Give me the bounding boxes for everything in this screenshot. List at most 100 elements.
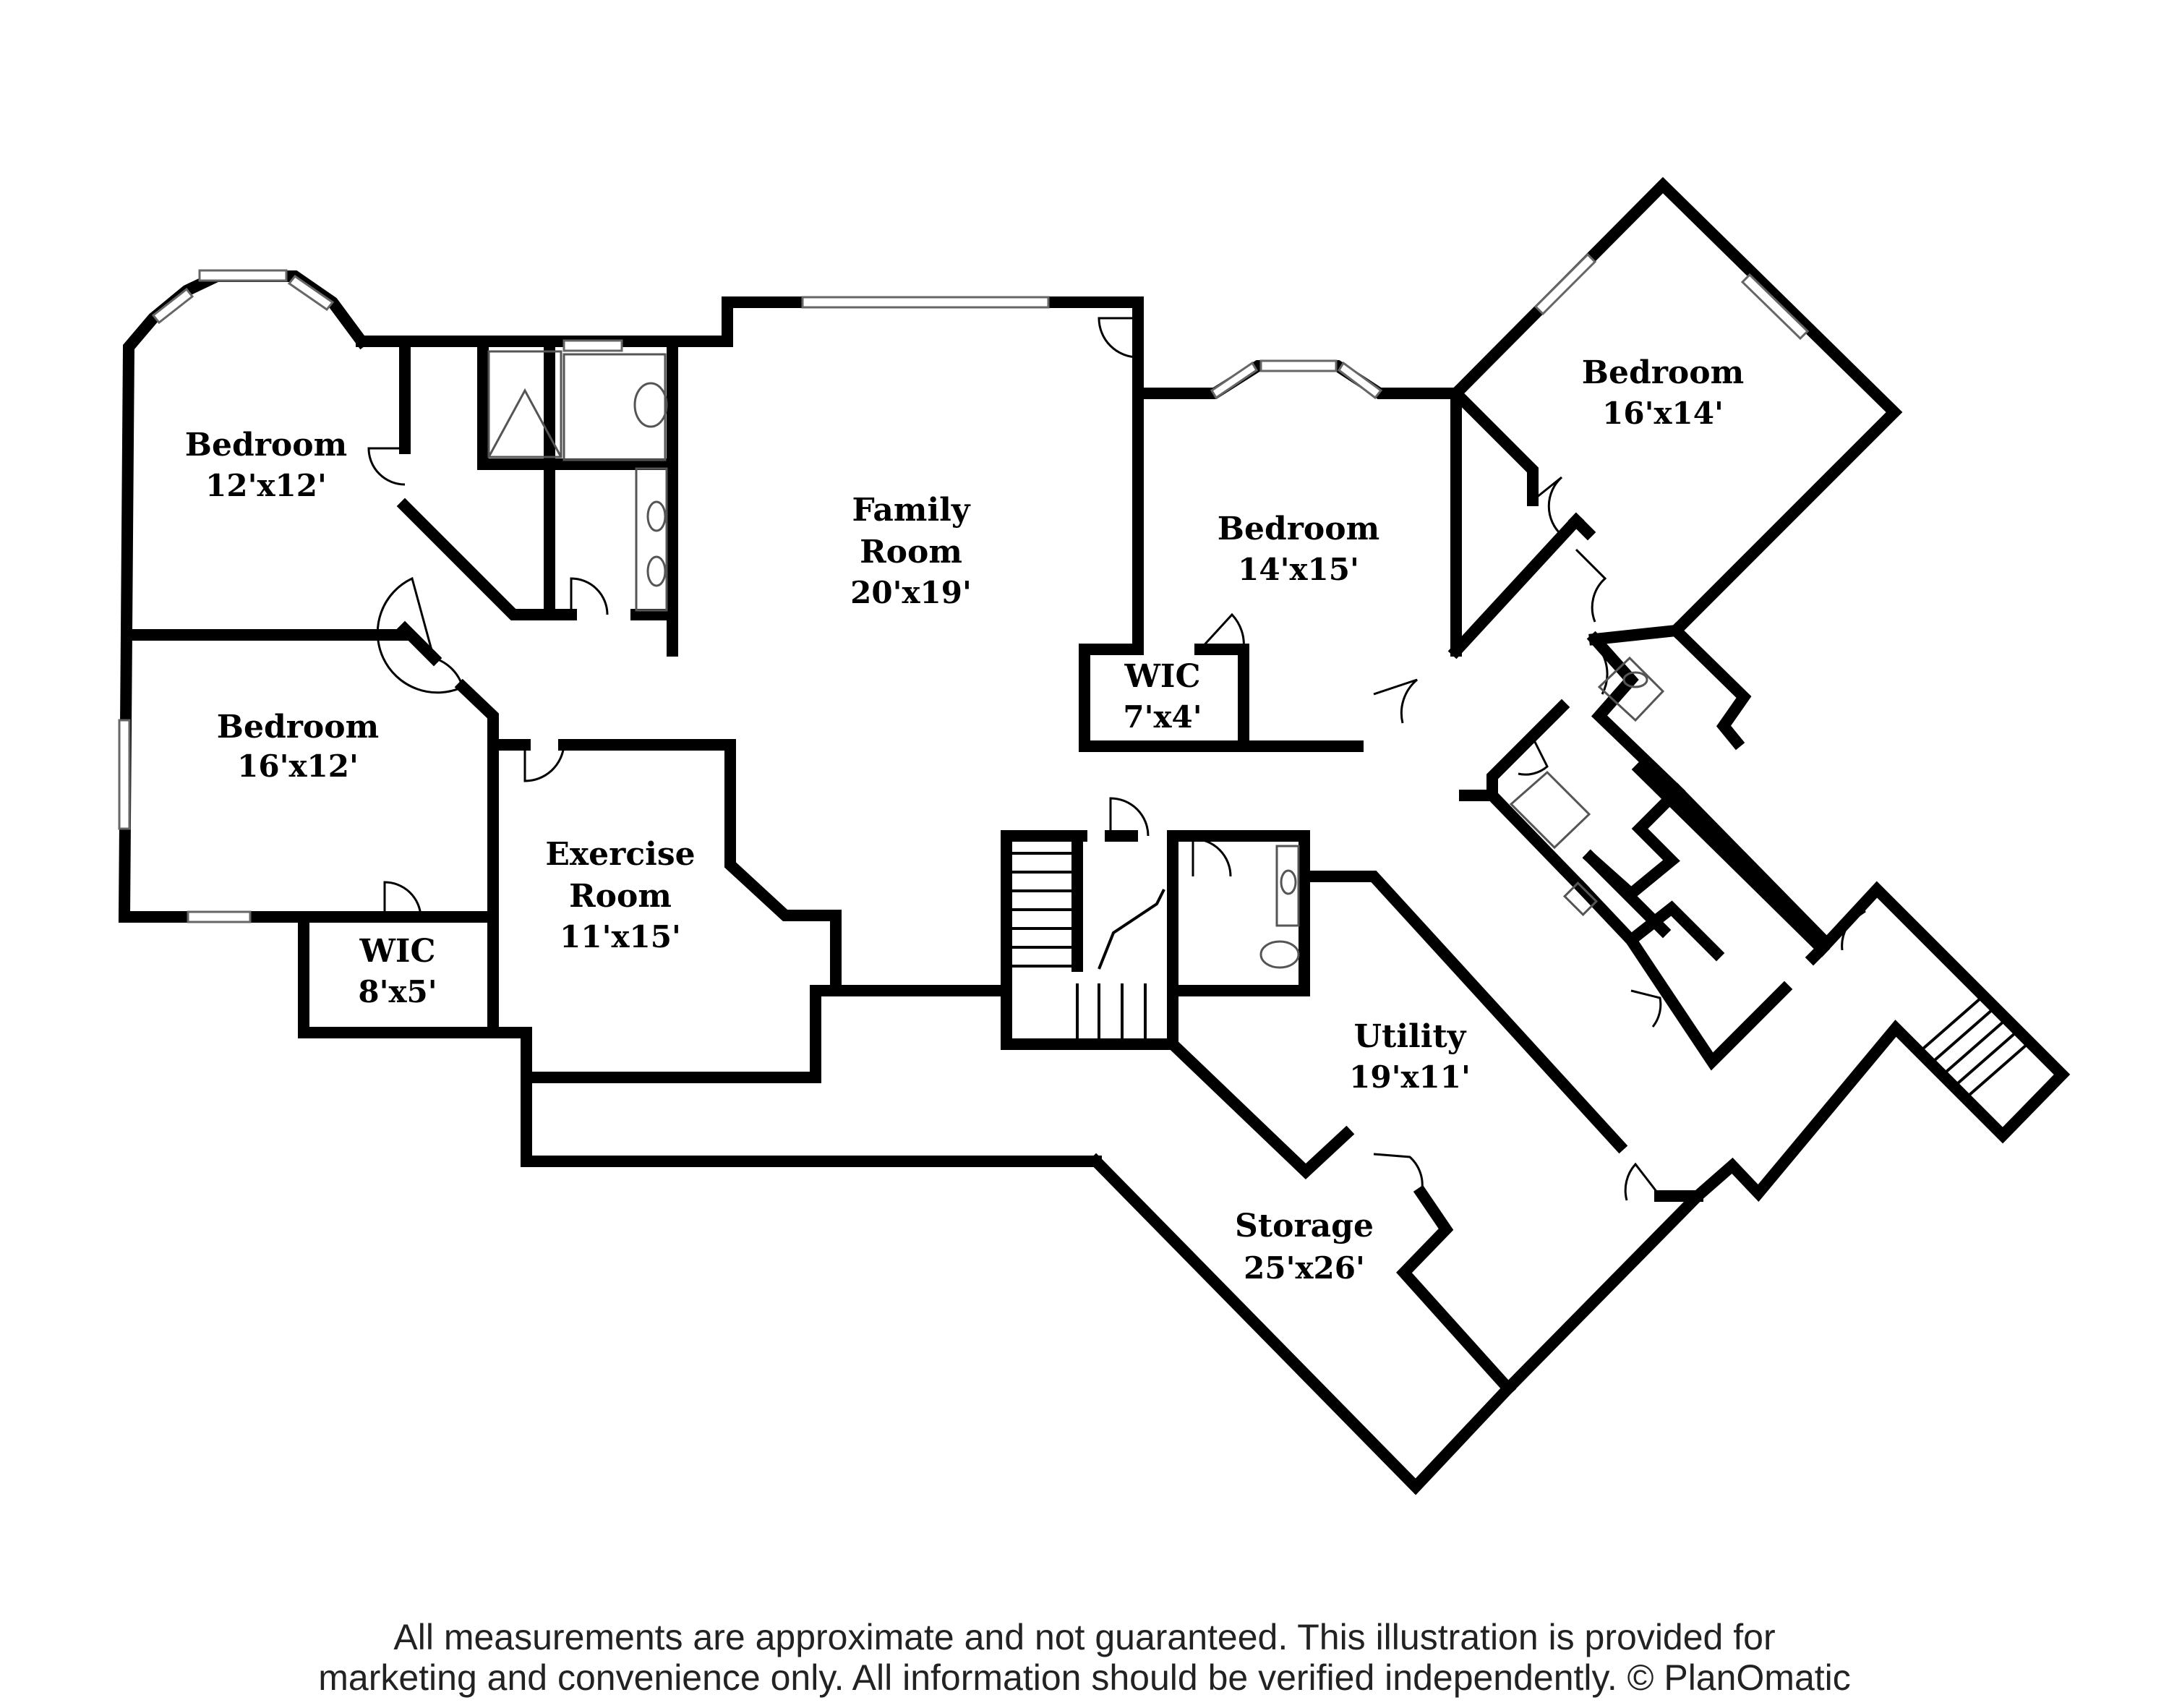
window bbox=[118, 719, 131, 830]
door bbox=[1373, 1153, 1424, 1194]
room-dimensions: 14'x15' bbox=[1238, 552, 1359, 587]
wall-stair-block bbox=[1001, 830, 1310, 1050]
interior-walls bbox=[123, 340, 1831, 1397]
room-labels: Bedroom 12'x12' Bedroom 16'x12' WIC 8'x5… bbox=[185, 354, 1744, 1286]
door bbox=[376, 576, 463, 694]
vanity bbox=[1275, 845, 1300, 927]
room-dimensions: 20'x19' bbox=[850, 575, 972, 610]
wall-ne-closet-end bbox=[1567, 512, 1596, 541]
door bbox=[570, 577, 609, 615]
room-dimensions: 16'x14' bbox=[1602, 396, 1724, 431]
door bbox=[1575, 548, 1607, 623]
wall-storage-north bbox=[1164, 1036, 1355, 1179]
room-wic-c: WIC 7'x4' bbox=[1123, 658, 1202, 735]
window bbox=[287, 274, 335, 312]
staircase-se bbox=[1922, 996, 2029, 1096]
wall-ne-bath bbox=[1667, 622, 1752, 751]
bath-counter bbox=[562, 353, 667, 461]
wall-ne-bath-top bbox=[1588, 624, 1682, 646]
room-name: Bedroom bbox=[217, 709, 379, 746]
room-dimensions: 8'x5' bbox=[358, 974, 437, 1009]
window bbox=[1338, 361, 1383, 400]
bathtub bbox=[1509, 770, 1591, 850]
wall-se-jog bbox=[1805, 940, 1831, 966]
wall-shower bbox=[477, 340, 678, 470]
wall-wic-center bbox=[1079, 362, 1364, 752]
disclaimer: All measurements are approximate and not… bbox=[0, 1617, 2169, 1698]
sink bbox=[646, 500, 667, 532]
window bbox=[562, 339, 623, 352]
room-storage: Storage 25'x26' bbox=[1235, 1208, 1374, 1286]
room-dimensions: 7'x4' bbox=[1123, 699, 1202, 735]
vanity bbox=[635, 467, 668, 612]
room-name: Bedroom bbox=[185, 427, 347, 464]
door bbox=[367, 447, 406, 486]
room-name: Bedroom bbox=[1582, 354, 1744, 391]
window bbox=[198, 269, 288, 282]
door bbox=[433, 657, 464, 688]
shower-lines bbox=[487, 388, 562, 458]
window bbox=[187, 910, 252, 923]
door bbox=[1373, 678, 1418, 724]
fixtures bbox=[487, 350, 2029, 1096]
wall-hall-corner bbox=[396, 620, 442, 667]
wall-bath-tub bbox=[1484, 787, 1591, 897]
sink bbox=[1280, 869, 1297, 895]
room-utility: Utility 19'x11' bbox=[1349, 1018, 1471, 1095]
wall-se-corridor-top bbox=[1669, 782, 1831, 947]
window bbox=[1740, 273, 1810, 341]
window bbox=[1259, 359, 1338, 372]
window bbox=[151, 287, 194, 325]
sink bbox=[646, 555, 667, 587]
wall-exercise bbox=[529, 739, 842, 1083]
room-exercise: Exercise Room 11'x15' bbox=[545, 836, 695, 955]
disclaimer-line-2: marketing and convenience only. All info… bbox=[318, 1657, 1851, 1698]
room-bedroom-w: Bedroom 16'x12' bbox=[217, 709, 379, 784]
wall-closet bbox=[396, 340, 555, 620]
room-name: WIC bbox=[1124, 658, 1200, 695]
room-dimensions: 11'x15' bbox=[560, 919, 681, 955]
door bbox=[1593, 642, 1609, 695]
room-dimensions: 16'x12' bbox=[237, 748, 359, 784]
door bbox=[1532, 476, 1563, 537]
bath-vanity bbox=[1597, 656, 1665, 722]
wall-bath-center-w bbox=[1459, 699, 1570, 801]
wall-ne-closet bbox=[1447, 385, 1539, 506]
shower bbox=[487, 350, 562, 458]
room-dimensions: 25'x26' bbox=[1244, 1250, 1365, 1286]
room-name-line2: Room bbox=[569, 878, 672, 915]
room-name-line2: Room bbox=[860, 534, 962, 571]
room-family: Family Room 20'x19' bbox=[850, 492, 972, 610]
window bbox=[1533, 252, 1597, 316]
door bbox=[1199, 612, 1245, 651]
staircase bbox=[1012, 852, 1165, 1041]
room-dimensions: 19'x11' bbox=[1349, 1059, 1471, 1095]
room-dimensions: 12'x12' bbox=[205, 468, 327, 503]
wall-utility-north bbox=[1299, 871, 1628, 1154]
door bbox=[1098, 317, 1139, 359]
room-name: WIC bbox=[359, 933, 435, 970]
room-bedroom-c: Bedroom 14'x15' bbox=[1218, 511, 1379, 587]
toilet bbox=[1562, 881, 1599, 917]
window bbox=[1210, 361, 1259, 400]
door bbox=[1518, 737, 1549, 776]
door bbox=[1192, 837, 1232, 877]
door bbox=[1630, 989, 1662, 1028]
wall-hall-west bbox=[454, 678, 499, 1038]
exterior-walls bbox=[118, 176, 2071, 1495]
disclaimer-line-1: All measurements are approximate and not… bbox=[393, 1617, 1776, 1657]
wall-se-corridor-inner bbox=[1582, 849, 1672, 939]
room-name-line1: Family bbox=[852, 492, 971, 529]
room-name: Storage bbox=[1235, 1208, 1374, 1244]
door bbox=[383, 881, 422, 918]
toilet bbox=[1259, 940, 1300, 969]
door bbox=[1109, 797, 1150, 837]
wall-storage-utility bbox=[1396, 1184, 1517, 1397]
door bbox=[1624, 1162, 1661, 1201]
wall-se-closet bbox=[1622, 931, 1793, 1071]
room-bedroom-nw: Bedroom 12'x12' bbox=[185, 427, 347, 503]
room-name: Utility bbox=[1354, 1018, 1467, 1055]
door bbox=[523, 744, 565, 782]
wall-se-wing bbox=[1087, 761, 2071, 1495]
